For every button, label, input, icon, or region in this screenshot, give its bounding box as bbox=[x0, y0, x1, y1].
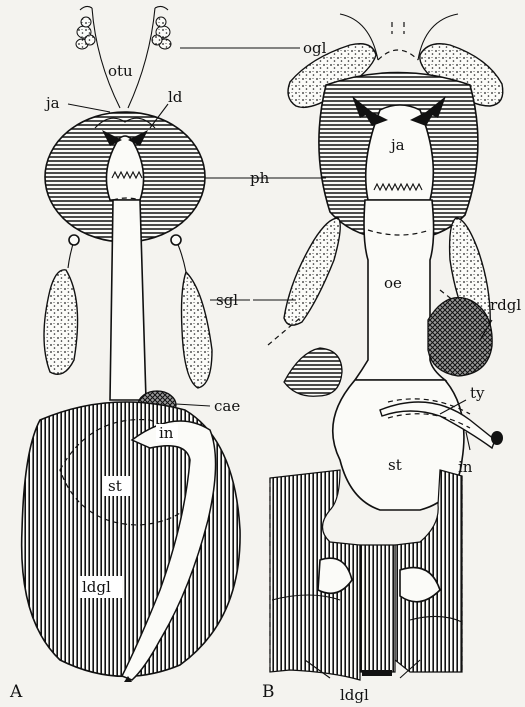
esophagus bbox=[110, 198, 146, 400]
label-a-sgl: sgl bbox=[216, 291, 238, 309]
label-a-ld: ld bbox=[168, 88, 183, 106]
label-a-otu: otu bbox=[108, 62, 133, 80]
salivary-gland-b-left bbox=[284, 218, 340, 325]
label-a-st: st bbox=[108, 477, 122, 495]
label-b-ldgl: ldgl bbox=[340, 686, 369, 704]
oral-tube bbox=[80, 6, 168, 108]
label-b-ty: ty bbox=[470, 384, 485, 402]
oral-gland-left bbox=[76, 17, 95, 49]
label-b-rdgl: rdgl bbox=[490, 296, 521, 314]
label-a-cae: cae bbox=[214, 397, 240, 415]
salivary-gland-left bbox=[44, 235, 79, 374]
label-a-ja: ja bbox=[44, 94, 60, 112]
label-b-in: in bbox=[458, 458, 473, 476]
label-b-ja: ja bbox=[389, 136, 405, 154]
panel-letter-b: B bbox=[262, 682, 275, 702]
oral-gland-right bbox=[152, 17, 171, 49]
gland-fragment-b-left bbox=[284, 348, 342, 396]
label-a-ldgl: ldgl bbox=[82, 578, 111, 596]
panel-letter-a: A bbox=[9, 682, 23, 702]
label-a-ogl: ogl bbox=[303, 39, 327, 57]
label-b-st: st bbox=[388, 456, 402, 474]
salivary-gland-right bbox=[171, 235, 212, 388]
label-b-oe: oe bbox=[384, 274, 402, 292]
panel-b: ja oe rdgl ty st in ldgl B bbox=[246, 14, 521, 704]
label-a-in: in bbox=[159, 424, 174, 442]
